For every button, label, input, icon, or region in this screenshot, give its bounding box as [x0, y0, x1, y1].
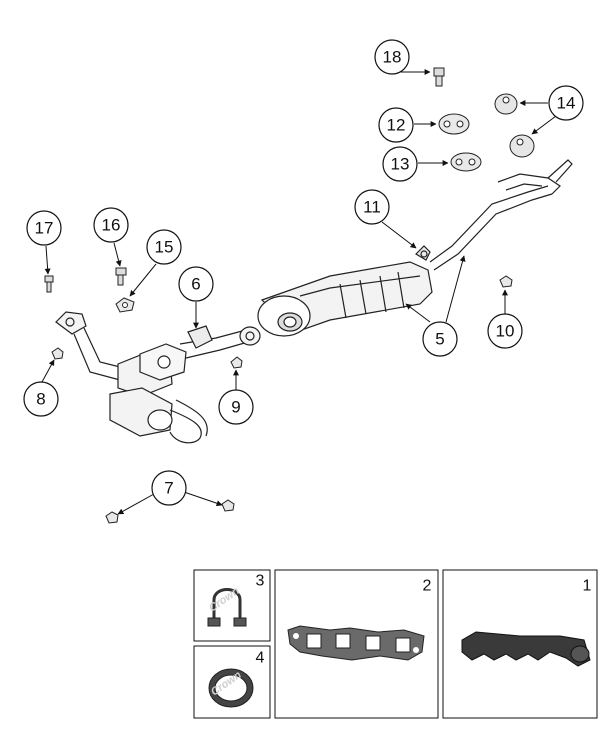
front-pipe-converter-assembly[interactable]	[55, 311, 261, 444]
callout-8: 8	[23, 381, 59, 417]
callout-15: 15	[146, 229, 182, 265]
panel-4-gasket-ring[interactable]: 4 Crown	[193, 645, 271, 719]
callout-12: 12	[378, 107, 414, 143]
nut-7-right[interactable]	[221, 499, 235, 512]
callout-6: 6	[178, 266, 214, 302]
isolator-14-upper[interactable]	[494, 93, 518, 115]
svg-text:12: 12	[387, 116, 406, 135]
svg-text:5: 5	[435, 330, 444, 349]
callout-16: 16	[93, 207, 129, 243]
svg-text:7: 7	[164, 479, 173, 498]
nut-8[interactable]	[51, 347, 64, 360]
leader-lines	[41, 69, 557, 515]
panel-3-clamp[interactable]: 3 Crown	[193, 569, 271, 642]
callout-17: 17	[26, 210, 62, 246]
svg-text:3: 3	[256, 573, 265, 590]
callout-7: 7	[151, 470, 187, 506]
svg-text:17: 17	[35, 219, 54, 238]
callout-9: 9	[218, 389, 254, 425]
exhaust-pipe-assembly[interactable]	[257, 159, 573, 337]
isolator-13[interactable]	[450, 152, 482, 172]
callout-11: 11	[354, 189, 390, 225]
svg-text:15: 15	[155, 238, 174, 257]
svg-text:13: 13	[391, 155, 410, 174]
panel-2-manifold-gasket[interactable]: 2	[274, 569, 439, 719]
svg-text:11: 11	[363, 198, 381, 217]
svg-text:2: 2	[423, 578, 432, 595]
svg-text:16: 16	[102, 216, 121, 235]
svg-text:8: 8	[36, 390, 45, 409]
bolt-18[interactable]	[433, 67, 445, 87]
panel-1-exhaust-manifold[interactable]: 1	[442, 569, 598, 719]
callout-13: 13	[382, 146, 418, 182]
nut-15[interactable]	[115, 297, 135, 313]
isolator-14-lower[interactable]	[509, 134, 535, 158]
callout-14: 14	[548, 85, 584, 121]
nut-9[interactable]	[230, 356, 243, 369]
svg-text:14: 14	[557, 94, 576, 113]
bolt-16[interactable]	[115, 267, 127, 286]
svg-text:6: 6	[191, 275, 200, 294]
callout-10: 10	[487, 313, 523, 349]
callout-18: 18	[374, 39, 410, 75]
nut-7-left[interactable]	[105, 511, 119, 524]
svg-text:10: 10	[496, 322, 515, 341]
bolt-17[interactable]	[44, 275, 54, 293]
isolator-12[interactable]	[438, 113, 470, 135]
nut-10[interactable]	[499, 275, 513, 288]
svg-text:1: 1	[583, 578, 592, 595]
callout-5: 5	[422, 321, 458, 357]
svg-text:9: 9	[231, 398, 240, 417]
svg-text:18: 18	[383, 48, 402, 67]
svg-text:4: 4	[256, 650, 265, 667]
